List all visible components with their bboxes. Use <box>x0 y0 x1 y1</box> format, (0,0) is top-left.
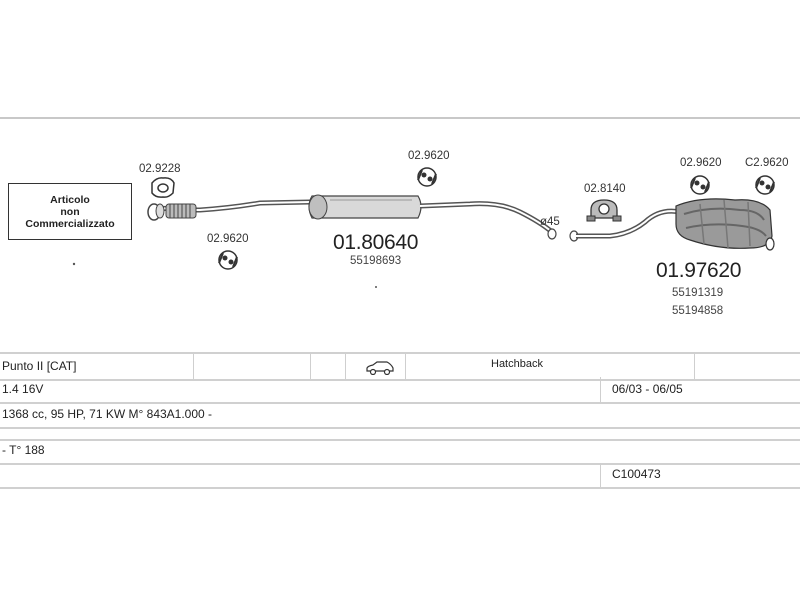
car-icon <box>366 361 394 375</box>
middle-silencer[interactable] <box>308 194 557 240</box>
catalog-code: C100473 <box>612 467 661 481</box>
rear-silencer-oem-number-2: 55194858 <box>672 305 724 317</box>
front-hanger-part-number: 02.9620 <box>207 233 249 245</box>
notice-line-2: non <box>60 205 80 218</box>
pipe-clamp-icon[interactable] <box>586 199 622 222</box>
flange-gasket-icon[interactable] <box>151 177 175 198</box>
production-years: 06/03 - 06/05 <box>612 382 683 396</box>
gasket-part-number: 02.9228 <box>139 163 181 175</box>
exhaust-system-drawing <box>72 167 775 288</box>
table-row <box>0 427 800 441</box>
vehicle-model: Punto II [CAT] <box>2 359 77 373</box>
table-row: C100473 <box>0 463 800 489</box>
pipe-diameter-label: ø45 <box>540 216 560 228</box>
engine: 1.4 16V <box>2 382 44 396</box>
rear-silencer-part-number: 01.97620 <box>656 259 742 282</box>
table-row: - T° 188 <box>0 439 800 465</box>
middle-hanger-part-number: 02.9620 <box>408 150 450 162</box>
rear-hanger-left-part-number: 02.9620 <box>680 157 722 169</box>
rear-silencer[interactable] <box>675 198 775 251</box>
rubber-hanger-icon[interactable] <box>417 167 437 187</box>
notice-line-1: Articolo <box>50 193 90 206</box>
rear-hanger-right-part-number: C2.9620 <box>745 157 789 169</box>
rubber-hanger-icon[interactable] <box>690 175 710 195</box>
table-row: 1368 cc, 95 HP, 71 KW M° 843A1.000 - <box>0 402 800 429</box>
top-divider <box>0 117 800 119</box>
rear-silencer-oem-number-1: 55191319 <box>672 287 724 299</box>
clamp-part-number: 02.8140 <box>584 183 626 195</box>
middle-silencer-oem-number: 55198693 <box>350 255 402 267</box>
table-row: Punto II [CAT] Hatchback <box>0 352 800 381</box>
notice-line-3: Commercializzato <box>25 217 115 230</box>
table-row: 1.4 16V 06/03 - 06/05 <box>0 377 800 404</box>
body-type: Hatchback <box>491 358 543 370</box>
front-pipe[interactable] <box>147 199 311 221</box>
type-code: - T° 188 <box>2 443 45 457</box>
not-commercialized-notice: Articolo non Commercializzato <box>8 183 132 240</box>
middle-silencer-part-number: 01.80640 <box>333 231 419 254</box>
rubber-hanger-icon[interactable] <box>755 175 775 195</box>
rear-pipe[interactable] <box>569 208 681 242</box>
engine-specs: 1368 cc, 95 HP, 71 KW M° 843A1.000 - <box>2 407 213 421</box>
rubber-hanger-icon[interactable] <box>218 250 238 270</box>
